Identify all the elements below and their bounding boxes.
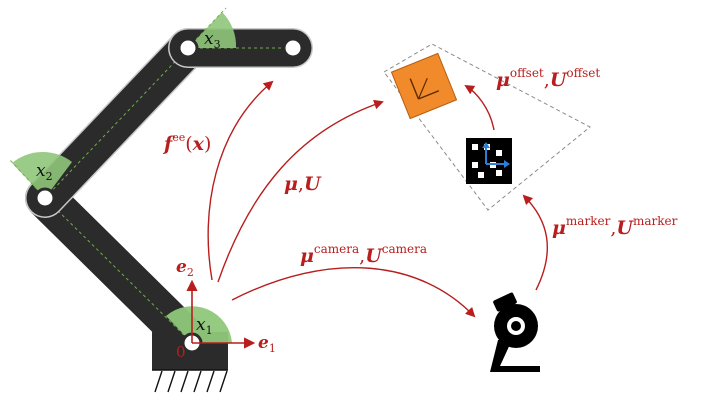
label-marker: μmarker,Umarker: [552, 214, 678, 239]
link-2: [25, 28, 208, 218]
base-frame: 0 e2 e1: [176, 257, 276, 361]
joint-x2-sector: [12, 151, 72, 198]
joint-x2-label: x2: [36, 161, 53, 183]
joint-x1-label: x1: [196, 315, 213, 337]
arrow-camera: [231, 267, 476, 318]
link-1: [25, 178, 212, 363]
relation-arrows: [207, 80, 548, 318]
joint-x3-label: x3: [204, 29, 221, 51]
fiducial-marker-icon: [466, 138, 512, 184]
robot-arm: x2 x3 x1: [9, 7, 313, 393]
label-camera: μcamera,Ucamera: [300, 242, 427, 267]
joint-x3-sector: [188, 12, 237, 48]
ground-hatching: [152, 369, 228, 393]
axis-e2-label: e2: [176, 257, 194, 279]
arrow-offset: [464, 84, 495, 131]
target-box: [390, 52, 458, 120]
origin-label: 0: [176, 343, 186, 361]
label-target: μ,U: [284, 173, 322, 195]
pivot-end: [282, 37, 304, 59]
arrow-target: [217, 99, 384, 283]
label-offset: μoffset,Uoffset: [496, 66, 600, 91]
offset-frame: [383, 43, 591, 211]
joint-x1-sector: [166, 306, 232, 343]
label-forward-kinematics: fee(x): [162, 131, 211, 155]
pivot-x3: [177, 37, 199, 59]
pivot-x2: [34, 187, 56, 209]
camera-icon: [490, 292, 540, 372]
arrow-marker: [522, 194, 548, 291]
axis-e1-label: e1: [258, 333, 276, 355]
arrow-forward-kinematics: [207, 80, 274, 281]
